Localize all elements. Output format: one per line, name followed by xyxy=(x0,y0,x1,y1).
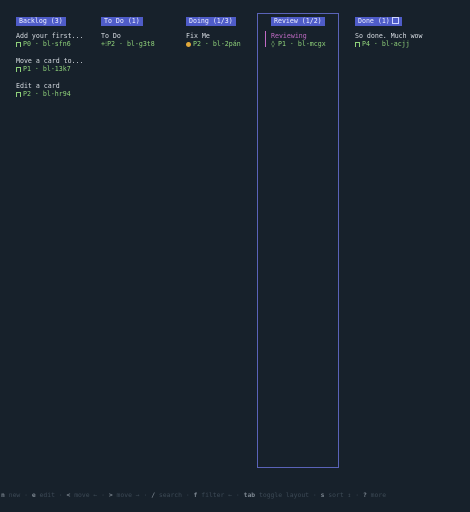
card[interactable]: To Do +⁝P2 · bl-g3t8 xyxy=(101,32,181,48)
key-filter: f xyxy=(193,491,198,499)
key-toggle-layout: tab xyxy=(243,491,256,499)
key-move-right: > xyxy=(108,491,113,499)
key-sort-label: sort ↕ xyxy=(328,491,352,499)
kanban-board: Backlog (3) Add your first... P0 · bl-sf… xyxy=(16,13,450,469)
card-priority: P2 xyxy=(23,90,31,98)
card-meta: P4 · bl-acjj xyxy=(355,40,450,48)
card-id: bl-2pán xyxy=(212,40,241,48)
card-title: To Do xyxy=(101,32,121,40)
bookmark-icon xyxy=(16,40,22,48)
card-priority: P0 xyxy=(23,40,31,48)
key-new-label: new xyxy=(8,491,21,499)
card[interactable]: So done. Much wow P4 · bl-acjj xyxy=(355,32,450,48)
diamond-icon: ◊ xyxy=(271,40,275,48)
card-title: Move a card to... xyxy=(16,57,84,65)
card-meta: ◊P1 · bl-mcgx xyxy=(271,40,326,48)
column-todo[interactable]: To Do (1) To Do +⁝P2 · bl-g3t8 xyxy=(101,14,181,469)
card[interactable]: Edit a card P2 · bl-hr94 xyxy=(16,82,96,98)
key-move-right-label: move → xyxy=(116,491,140,499)
bookmark-icon xyxy=(16,90,22,98)
in-progress-dot-icon xyxy=(186,40,192,48)
key-edit-label: edit xyxy=(39,491,55,499)
sparkle-icon: +⁝ xyxy=(101,40,108,48)
card-meta: P1 · bl-13k7 xyxy=(16,65,96,73)
card-title: Add your first... xyxy=(16,32,84,40)
column-header-label: Done (1) xyxy=(358,17,390,25)
bookmark-icon xyxy=(16,65,22,73)
card[interactable]: Fix Me P2 · bl-2pán xyxy=(186,32,266,48)
key-more-label: more xyxy=(370,491,387,499)
card-title: Fix Me xyxy=(186,32,210,40)
card[interactable]: Reviewing ◊P1 · bl-mcgx xyxy=(271,32,338,48)
card-priority: P4 xyxy=(362,40,370,48)
column-review[interactable]: Review (1/2) Reviewing ◊P1 · bl-mcgx xyxy=(257,13,339,468)
card-title: Reviewing xyxy=(271,32,307,40)
card-id: bl-g3t8 xyxy=(126,40,155,48)
column-done[interactable]: Done (1) So done. Much wow P4 · bl-acjj xyxy=(355,14,450,469)
card-id: bl-mcgx xyxy=(297,40,326,48)
card-priority: P2 xyxy=(193,40,201,48)
key-edit: e xyxy=(31,491,36,499)
done-box-icon xyxy=(391,17,399,24)
card-meta: P2 · bl-hr94 xyxy=(16,90,96,98)
card-id: bl-acjj xyxy=(381,40,410,48)
key-new: n xyxy=(1,491,5,499)
column-backlog[interactable]: Backlog (3) Add your first... P0 · bl-sf… xyxy=(16,14,96,469)
column-header-doing[interactable]: Doing (1/3) xyxy=(186,17,236,26)
keybinding-help-bar: n new · e edit · < move ← · > move → · /… xyxy=(1,491,387,499)
card-priority: P1 xyxy=(278,40,286,48)
card-priority: P2 xyxy=(107,40,116,48)
key-sort: s xyxy=(320,491,325,499)
column-header-backlog[interactable]: Backlog (3) xyxy=(16,17,66,26)
card-meta: +⁝P2 · bl-g3t8 xyxy=(101,40,155,48)
key-move-left-label: move ← xyxy=(74,491,98,499)
key-more: ? xyxy=(362,491,367,499)
card-meta: P2 · bl-2pán xyxy=(186,40,266,48)
column-header-todo[interactable]: To Do (1) xyxy=(101,17,143,26)
key-move-left: < xyxy=(66,491,71,499)
card-meta: P0 · bl-sfn6 xyxy=(16,40,96,48)
bookmark-icon xyxy=(355,40,361,48)
card[interactable]: Move a card to... P1 · bl-13k7 xyxy=(16,57,96,73)
card-id: bl-sfn6 xyxy=(42,40,71,48)
card-title: So done. Much wow xyxy=(355,32,423,40)
key-search-label: search xyxy=(158,491,182,499)
column-doing[interactable]: Doing (1/3) Fix Me P2 · bl-2pán xyxy=(186,14,266,469)
card-id: bl-13k7 xyxy=(42,65,71,73)
key-filter-label: filter ← xyxy=(201,491,233,499)
selected-card-marker xyxy=(265,31,266,47)
key-toggle-layout-label: toggle layout xyxy=(259,491,310,499)
column-header-review[interactable]: Review (1/2) xyxy=(271,17,325,26)
key-search: / xyxy=(151,491,156,499)
card-priority: P1 xyxy=(23,65,31,73)
card-title: Edit a card xyxy=(16,82,60,90)
card[interactable]: Add your first... P0 · bl-sfn6 xyxy=(16,32,96,48)
card-id: bl-hr94 xyxy=(42,90,71,98)
column-header-done[interactable]: Done (1) xyxy=(355,17,402,26)
